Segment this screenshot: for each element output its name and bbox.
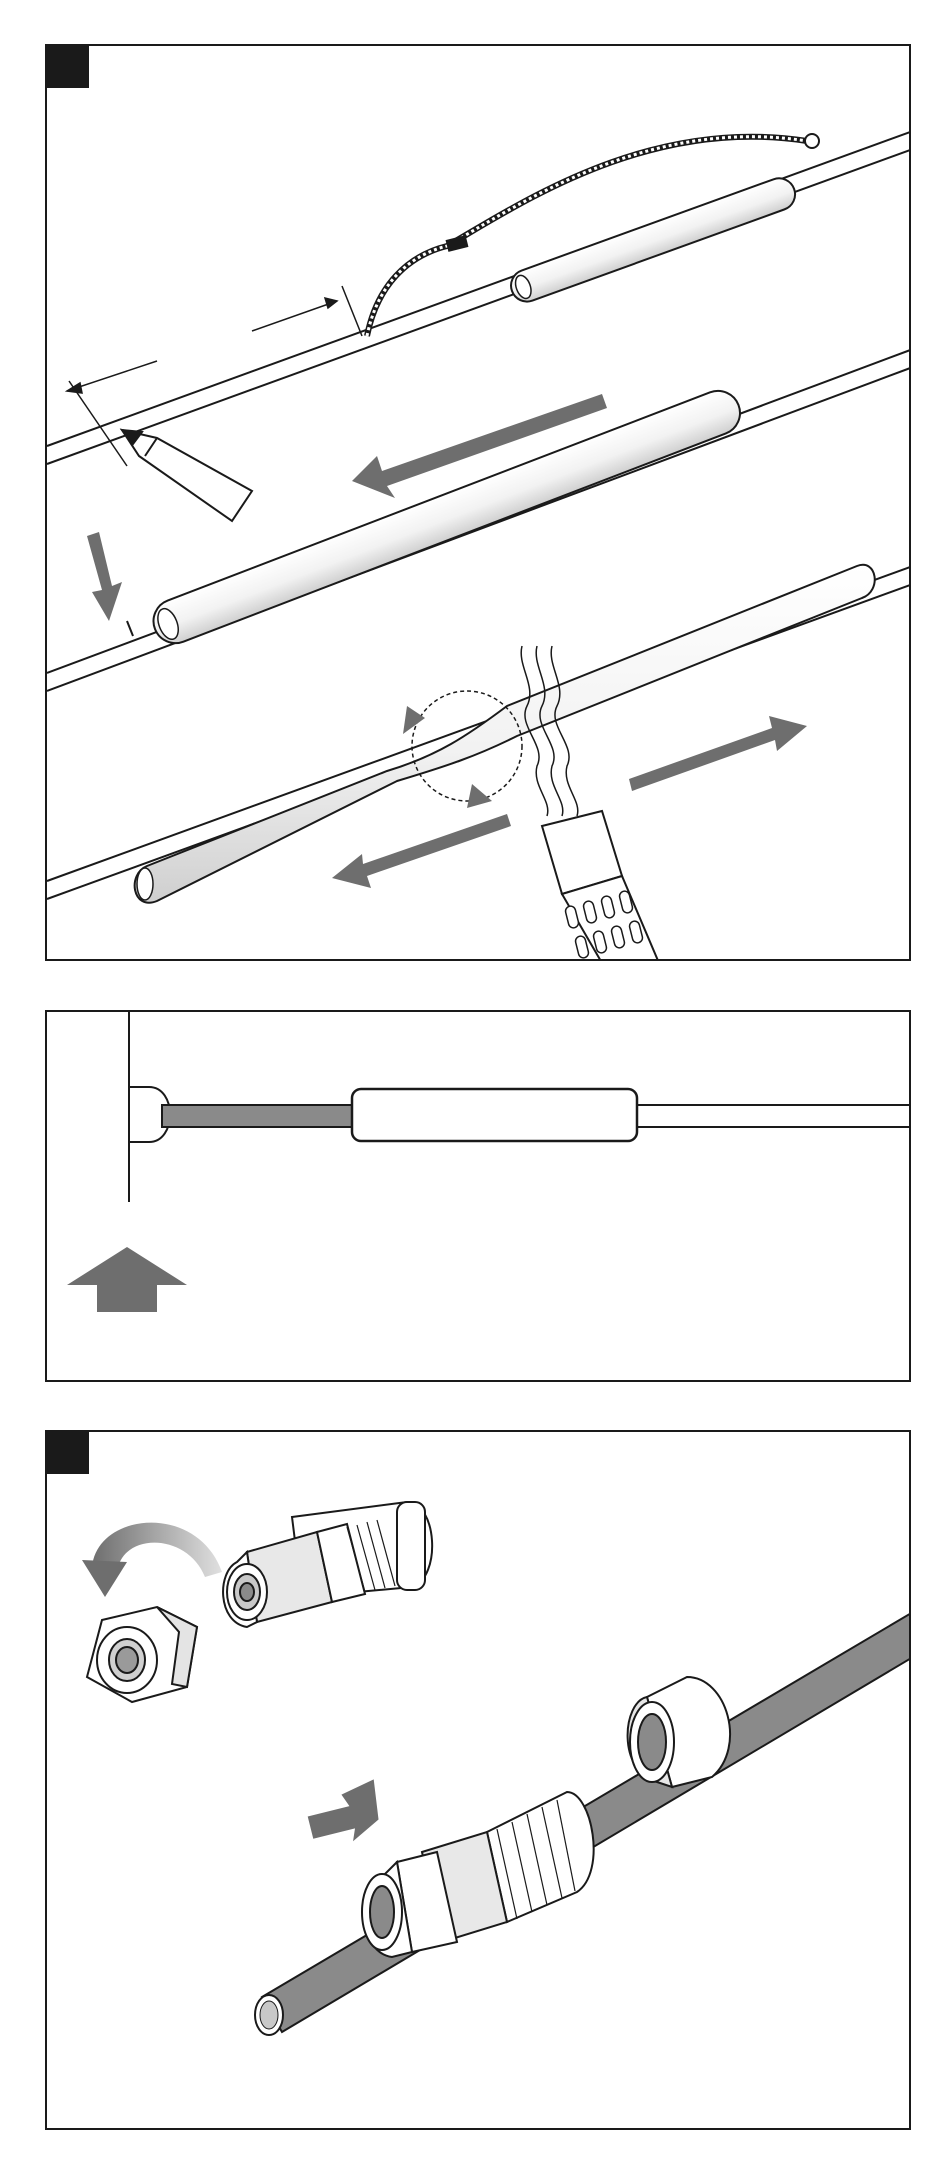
direction-arrow-icon (629, 716, 807, 791)
step-2-illustration (47, 1432, 911, 2130)
cap-nut-icon (87, 1607, 197, 1702)
cap-nut-icon (628, 1677, 730, 1787)
heat-shrink-tube-icon (507, 174, 800, 306)
conductor (162, 1105, 352, 1127)
direction-arrow-icon (332, 814, 511, 888)
direction-arrow-icon (87, 532, 122, 621)
cable-gland-icon (223, 1502, 432, 1627)
cable-gland-icon (362, 1792, 594, 1957)
pencil-icon (122, 430, 252, 521)
up-arrow-icon (67, 1247, 187, 1312)
step-1-panel (45, 44, 911, 961)
rotate-icon (82, 1523, 222, 1597)
direction-arrow-icon (303, 1779, 387, 1850)
step-1-illustration (47, 46, 911, 961)
sleeve-icon (352, 1089, 637, 1141)
measurement-arrow (67, 286, 362, 466)
heat-shrink-tube-icon (147, 384, 746, 649)
heat-wave (521, 646, 578, 816)
cable-entry-illustration (47, 1012, 911, 1382)
step-2-panel (45, 1430, 911, 2130)
cable-entry-detail-panel (45, 1010, 911, 1382)
heat-gun-icon (542, 811, 659, 961)
